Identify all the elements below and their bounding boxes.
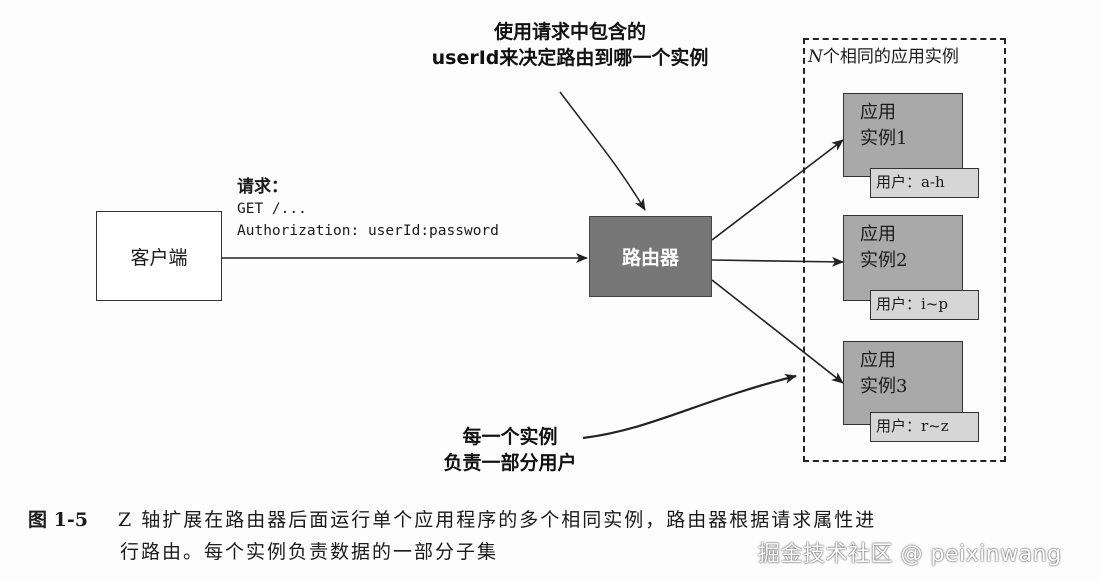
instance-3-users: 用户：r~z xyxy=(870,412,979,442)
top-note-line1: 使用请求中包含的 xyxy=(493,21,646,43)
figure-number: 图 1-5 xyxy=(28,509,88,531)
router-box: 路由器 xyxy=(589,216,712,297)
bottom-note: 每一个实例 负责一部分用户 xyxy=(440,424,580,476)
instance-3-name2: 实例3 xyxy=(860,376,908,397)
instance-2-name2: 实例2 xyxy=(860,250,908,271)
instance-2: 应用 实例2 xyxy=(843,215,963,301)
instance-group-prefix: N xyxy=(808,47,823,67)
arrow-router-to-instance-3 xyxy=(711,279,844,384)
caption-line1: Z 轴扩展在路由器后面运行单个应用程序的多个相同实例，路由器根据请求属性进 xyxy=(118,509,877,531)
arrow-router-to-instance-2 xyxy=(711,256,844,267)
instance-2-users: 用户：i~p xyxy=(870,290,979,320)
top-note-line2: userId来决定路由到哪一个实例 xyxy=(431,47,709,69)
top-note: 使用请求中包含的 userId来决定路由到哪一个实例 xyxy=(400,19,740,71)
instance-group-label: N个相同的应用实例 xyxy=(808,42,959,67)
bottom-note-line1: 每一个实例 xyxy=(462,426,558,448)
request-label: 请求： GET /... Authorization: userId:passw… xyxy=(237,176,499,242)
instance-1: 应用 实例1 xyxy=(843,93,963,177)
watermark: 掘金技术社区 @ peixinwang xyxy=(758,542,1062,567)
router-label: 路由器 xyxy=(621,247,679,269)
instance-2-name1: 应用 xyxy=(860,224,896,245)
instance-3-name1: 应用 xyxy=(860,350,896,371)
request-line2: Authorization: userId:password xyxy=(237,223,499,239)
top-note-pointer xyxy=(559,91,646,211)
caption-line2: 行路由。每个实例负责数据的一部分子集 xyxy=(120,541,499,563)
instance-group-text: 个相同的应用实例 xyxy=(822,47,959,67)
client-label: 客户端 xyxy=(130,246,188,269)
arrow-router-to-instance-1 xyxy=(711,139,844,241)
bottom-note-pointer xyxy=(582,373,797,440)
bottom-note-line2: 负责一部分用户 xyxy=(443,452,577,474)
instance-1-name2: 实例1 xyxy=(860,128,908,149)
request-title: 请求： xyxy=(237,177,288,197)
request-line1: GET /... xyxy=(237,201,307,217)
instance-1-users: 用户：a-h xyxy=(870,168,979,198)
instance-1-name1: 应用 xyxy=(860,102,896,123)
figure-caption: 图 1-5 Z 轴扩展在路由器后面运行单个应用程序的多个相同实例，路由器根据请求属… xyxy=(28,504,876,568)
client-box: 客户端 xyxy=(96,211,222,301)
instance-group-frame xyxy=(803,38,1006,462)
